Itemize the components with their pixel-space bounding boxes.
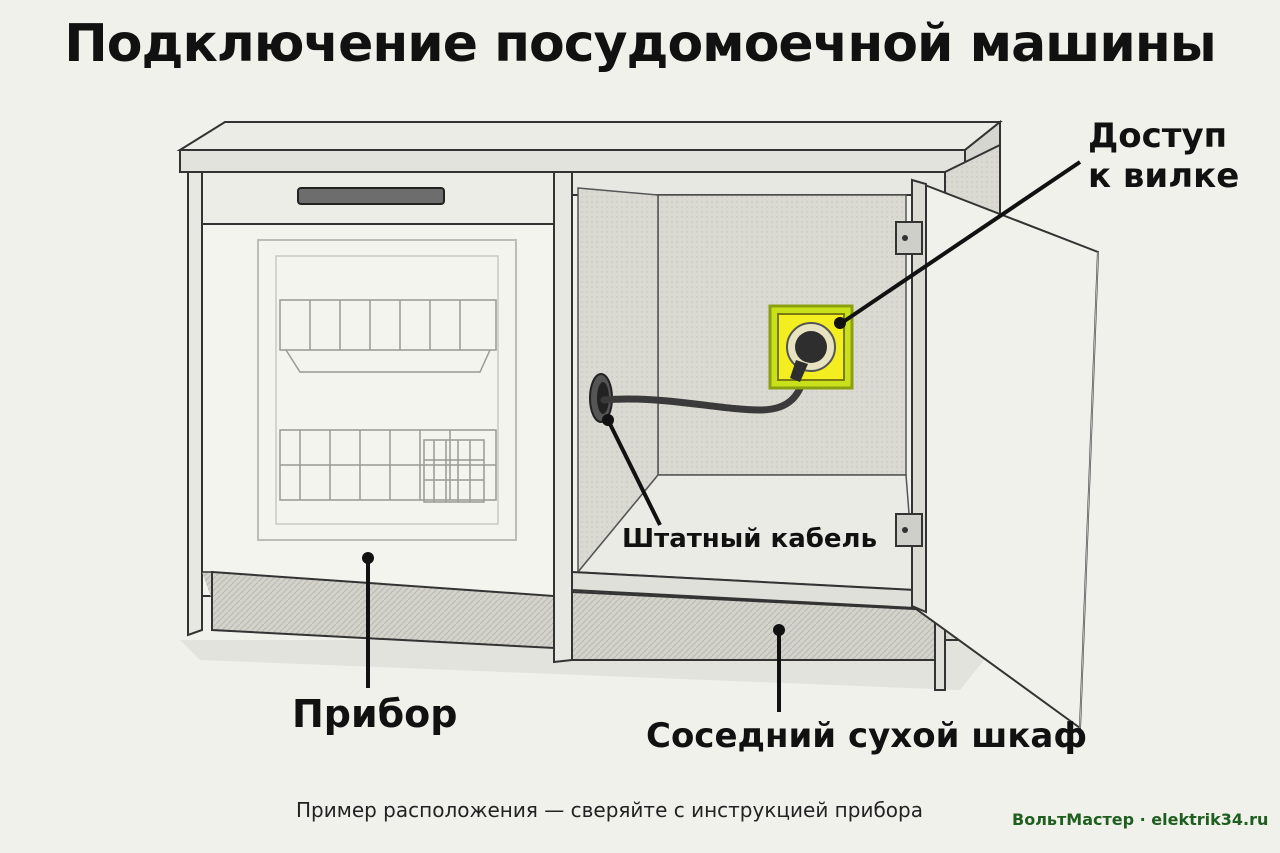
dishwasher-handle — [297, 187, 445, 205]
label-plug-access-line1: Доступ — [1088, 116, 1228, 156]
cabinet-interior — [571, 171, 946, 610]
dishwasher — [201, 171, 555, 597]
leader-lines — [366, 160, 1082, 712]
label-cable: Штатный кабель — [622, 524, 878, 554]
caption: Пример расположения — сверяйте с инструк… — [296, 798, 923, 822]
brand-label: ВольтМастер · elektrik34.ru — [1012, 810, 1269, 829]
page-title: Подключение посудомоечной машины — [64, 14, 1217, 74]
left-side-panel — [187, 171, 203, 637]
countertop — [176, 119, 1003, 175]
wall-socket — [768, 304, 854, 390]
power-cable — [600, 368, 810, 414]
upper-hinge — [895, 221, 923, 255]
lower-rack — [279, 429, 497, 503]
divider-panel — [553, 171, 573, 664]
lower-hinge — [895, 513, 923, 547]
cabinet-door — [895, 178, 1100, 730]
plug-body — [790, 360, 808, 382]
upper-rack — [279, 299, 497, 373]
label-cabinet: Соседний сухой шкаф — [646, 716, 1088, 756]
label-plug-access: Доступ к вилке — [1088, 116, 1239, 196]
label-device: Прибор — [292, 692, 458, 736]
label-plug-access-line2: к вилке — [1088, 156, 1240, 196]
